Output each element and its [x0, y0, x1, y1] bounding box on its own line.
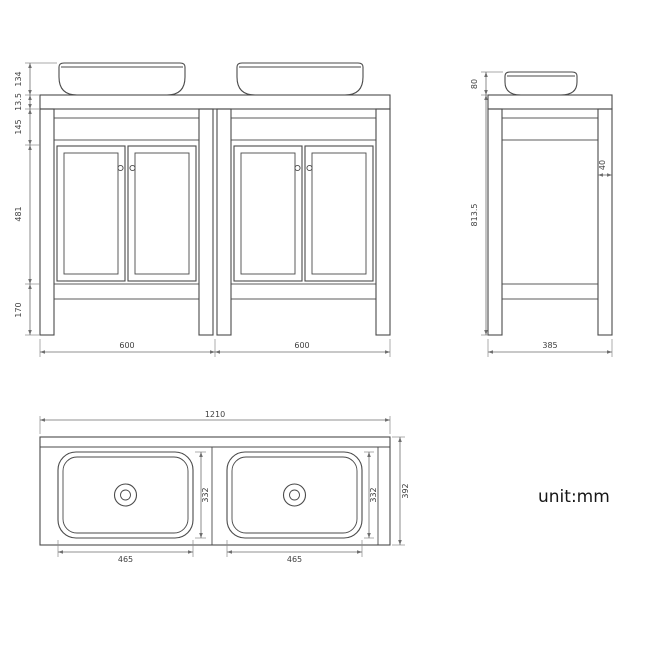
- drain-left: [113, 483, 138, 507]
- leg-front-left: [39, 108, 55, 336]
- countertop-front: [39, 94, 391, 110]
- door-panel: [63, 152, 119, 275]
- unit-note: unit:mm: [538, 487, 610, 507]
- dim-label-module-width-left: 600: [119, 341, 134, 350]
- drain-right-inner: [289, 489, 300, 501]
- leg-side-left: [487, 108, 503, 336]
- dim-label-sink-above-counter: 80: [470, 79, 479, 89]
- drain-left-inner: [120, 489, 131, 501]
- apron-rail-side: [501, 117, 599, 141]
- cabinet-door: [56, 145, 126, 282]
- front-height-dimensions: 134 13.5 145 481 170: [14, 62, 57, 336]
- door-knob: [129, 164, 136, 172]
- top-dimensions: 1210 332 332 392 465 465: [39, 410, 410, 564]
- leg-front-right: [375, 108, 391, 336]
- dim-label-stand-height: 813.5: [470, 204, 479, 227]
- door-knob: [117, 164, 124, 172]
- drain-right: [282, 483, 307, 507]
- dim-label-leg-width: 40: [598, 160, 607, 170]
- dim-label-basin-width-right: 465: [287, 555, 302, 564]
- cabinet-door: [233, 145, 303, 282]
- dim-label-door-height: 481: [14, 206, 23, 221]
- basin-right-outer: [226, 451, 363, 539]
- countertop-side: [487, 94, 613, 110]
- side-dimensions: 80 813.5 40 385: [470, 71, 613, 357]
- dim-label-module-width-right: 600: [294, 341, 309, 350]
- leg-front-mid-left: [198, 108, 214, 336]
- basin-left-inner: [62, 456, 189, 534]
- counter-outline-plan: [39, 436, 391, 546]
- leg-front-mid-right: [216, 108, 232, 336]
- dim-label-basin-depth-left: 332: [201, 487, 210, 502]
- bottom-rail-left: [53, 283, 200, 300]
- leg-side-right: [597, 108, 613, 336]
- bottom-rail-right: [230, 283, 377, 300]
- side-view: [487, 71, 613, 336]
- front-view: [39, 62, 391, 336]
- apron-rail-right: [230, 117, 377, 141]
- dim-label-apron-height: 145: [14, 119, 23, 134]
- cabinet-door: [127, 145, 197, 282]
- dim-label-overall-depth: 392: [401, 483, 410, 498]
- dim-label-sink-height: 134: [14, 71, 23, 86]
- dim-label-counter-thickness: 13.5: [14, 93, 23, 111]
- dim-label-leg-clearance: 170: [14, 302, 23, 317]
- apron-rail-left: [53, 117, 200, 141]
- vessel-sink-side: [504, 71, 578, 96]
- door-panel: [311, 152, 367, 275]
- dim-label-basin-width-left: 465: [118, 555, 133, 564]
- dim-label-basin-depth-right: 332: [369, 487, 378, 502]
- cabinet-door: [304, 145, 374, 282]
- basin-right-inner: [231, 456, 358, 534]
- front-width-dimensions: 600 600: [39, 339, 391, 357]
- door-knob: [306, 164, 313, 172]
- top-view: [39, 436, 391, 546]
- vessel-sink-right: [236, 62, 364, 96]
- bottom-rail-side: [501, 283, 599, 300]
- dim-label-depth: 385: [542, 341, 557, 350]
- basin-left-outer: [57, 451, 194, 539]
- door-knob: [294, 164, 301, 172]
- door-panel: [240, 152, 296, 275]
- vessel-sink-left: [58, 62, 186, 96]
- dim-label-overall-width: 1210: [205, 410, 225, 419]
- door-panel: [134, 152, 190, 275]
